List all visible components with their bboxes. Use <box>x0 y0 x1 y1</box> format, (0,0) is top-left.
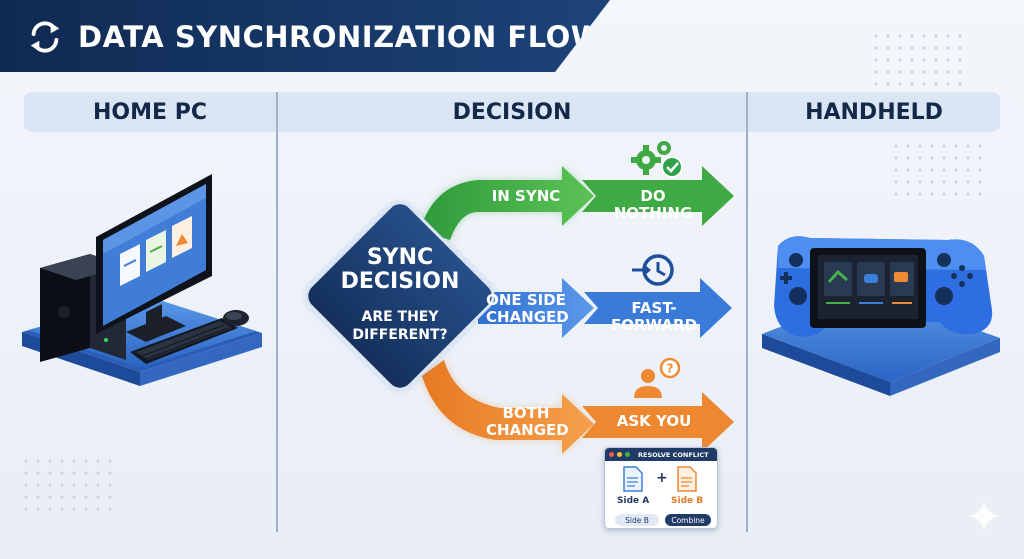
window-maximize-dot <box>625 452 630 457</box>
side-b-label: Side B <box>671 496 704 506</box>
title-banner: DATA SYNCHRONIZATION FLOW <box>0 0 610 72</box>
side-a-label: Side A <box>617 496 650 506</box>
resolve-conflict-dialog: RESOLVE CONFLICT + Side A Side B Side B … <box>604 447 718 529</box>
decision-title-line1: SYNC <box>366 245 434 270</box>
decision-question-line2: DIFFERENT? <box>352 327 448 343</box>
handheld-icon <box>762 236 1000 396</box>
svg-text:?: ? <box>667 362 674 376</box>
branch-action-do-nothing: DO NOTHING <box>613 187 693 222</box>
branch-condition-both-line2: CHANGED <box>486 421 569 439</box>
decision-diamond <box>305 201 495 391</box>
decision-title-line2: DECISION <box>340 269 460 294</box>
document-icon <box>623 466 643 492</box>
branch-action-fast-forward: FAST-FORWARD <box>610 299 698 334</box>
sparkle-icon <box>968 500 1000 532</box>
plus-icon: + <box>656 470 668 486</box>
pc-icon <box>22 174 262 386</box>
combine-button[interactable]: Combine <box>665 514 711 526</box>
decor-dots <box>890 140 986 204</box>
page-title: DATA SYNCHRONIZATION FLOW <box>78 20 604 54</box>
decision-question-line1: ARE THEY <box>361 309 439 325</box>
branch-condition-one-side-line2: CHANGED <box>486 308 569 326</box>
branch-action-ask-you: ASK YOU <box>616 412 692 430</box>
dialog-titlebar: RESOLVE CONFLICT <box>605 448 717 461</box>
sync-icon <box>30 21 60 53</box>
branch-condition-in-sync: IN SYNC <box>491 187 561 205</box>
branch-condition-both-line1: BOTH <box>502 404 550 422</box>
column-divider <box>276 92 278 532</box>
clock-forward-icon <box>632 254 674 286</box>
column-heading-handheld: HANDHELD <box>748 92 1000 132</box>
column-heading-home-pc: HOME PC <box>24 92 276 132</box>
window-minimize-dot <box>617 452 622 457</box>
decor-dots <box>870 30 966 94</box>
arrow-both-changed <box>422 360 734 454</box>
column-divider <box>746 92 748 532</box>
dialog-title: RESOLVE CONFLICT <box>638 450 709 459</box>
choose-side-b-button[interactable]: Side B <box>615 514 659 526</box>
arrow-in-sync <box>420 166 734 240</box>
branch-condition-one-side-line1: ONE SIDE <box>486 291 566 309</box>
column-heading-decision: DECISION <box>278 92 746 132</box>
gears-check-icon <box>631 141 683 178</box>
user-question-icon: ? <box>634 357 681 398</box>
window-close-dot <box>609 452 614 457</box>
document-icon <box>677 466 697 492</box>
arrow-one-side-changed <box>478 278 732 338</box>
decor-dots <box>20 455 116 519</box>
